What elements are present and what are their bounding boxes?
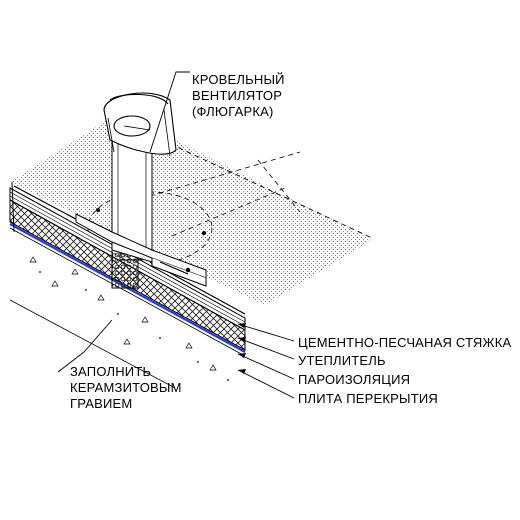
section-cut — [11, 181, 15, 233]
layer-label-insulation: УТЕПЛИТЕЛЬ — [298, 353, 386, 368]
dashed-layer-line — [161, 139, 373, 239]
dashed-layer-line — [149, 151, 301, 197]
dashed-layer-line — [257, 159, 301, 213]
vent-cap — [103, 92, 177, 157]
ventilator-label-line-2: ВЕНТИЛЯТОР — [192, 88, 283, 103]
fill-label-line-1: ЗАПОЛНИТЬ — [70, 364, 152, 379]
fill-label-line-2: КЕРАМЗИТОВЫМ — [70, 380, 182, 395]
layer-label-vapor-barrier: ПАРОИЗОЛЯЦИЯ — [298, 372, 411, 387]
ventilator-label-line-3: (ФЛЮГАРКА) — [192, 104, 274, 119]
layer-label-screed: ЦЕМЕНТНО-ПЕСЧАНАЯ СТЯЖКА — [298, 335, 512, 350]
layer-label-slab: ПЛИТА ПЕРЕКРЫТИЯ — [298, 391, 438, 406]
leader-lines — [57, 71, 295, 399]
slab-layer — [10, 230, 245, 448]
leader-arrowheads — [238, 323, 246, 374]
dashed-layer-line — [171, 187, 286, 237]
ventilator-label-line-1: КРОВЕЛЬНЫЙ — [192, 72, 285, 87]
concrete-aggregate — [29, 256, 217, 371]
fill-label-line-3: ГРАВИЕМ — [70, 396, 133, 411]
screed-surface — [10, 112, 372, 305]
